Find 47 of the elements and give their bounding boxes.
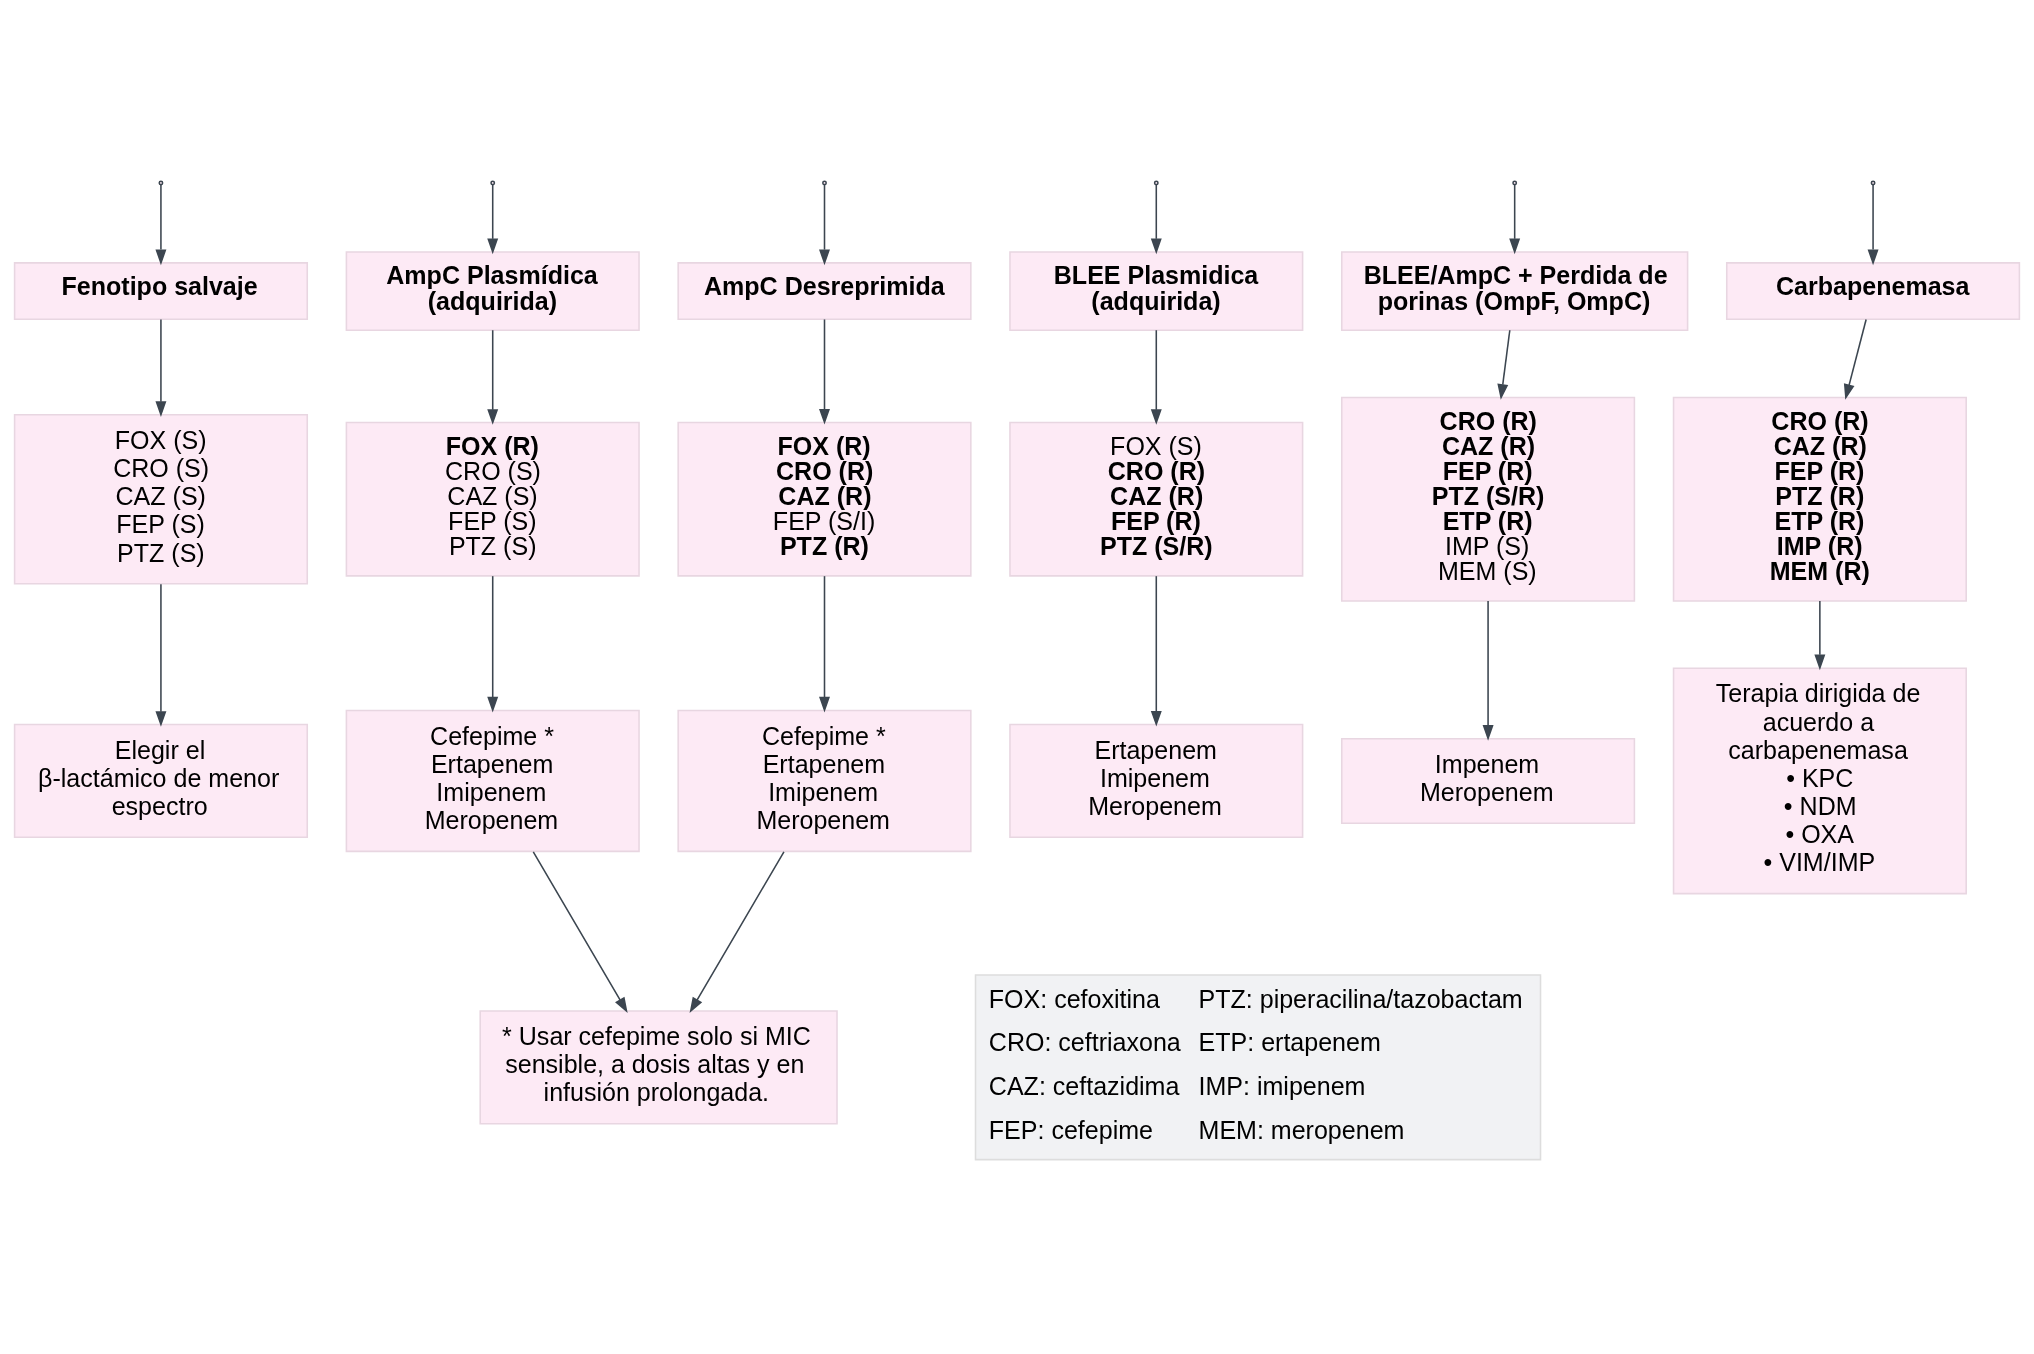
arrow [155,583,167,727]
label: PTZ: piperacilina/tazobactam [1198,984,1523,1013]
node-box: Impenem Meropenem [1340,737,1636,824]
arrow [819,183,830,265]
label: CAZ: ceftazidima [988,1071,1180,1100]
arrow [532,850,628,1013]
arrow [1843,318,1867,400]
node-box: Elegir el β-lactámico de menor espectro [13,723,309,838]
node-box: * Usar cefepime solo si MIC sensible, a dosis altas y en infusión prolongada. [479,1009,838,1124]
arrow [487,574,499,712]
node-box: CRO (R) CAZ (R) FEP (R) PTZ (S/R) ETP (R) IMP (S) MEM (S) [1340,396,1636,602]
node-box: FOX (R) CRO (R) CAZ (R) FEP (S/I) PTZ (R) [677,421,972,577]
node-box: AmpC Plasmídica (adquirida) [345,250,640,331]
node-box: Ertapenem Imipenem Meropenem [1009,723,1304,838]
arrow [155,318,167,417]
node-box: BLEE Plasmidica (adquirida) [1009,250,1304,331]
node-box: FOX (R) CRO (S) CAZ (S) FEP (S) PTZ (S) [345,421,640,577]
arrow [1150,328,1162,425]
node-box: CRO (R) CAZ (R) FEP (R) PTZ (R) ETP (R) IMP (R) MEM (R) [1672,396,1967,602]
arrow [487,183,499,254]
node-box: Cefepime * Ertapenem Imipenem Meropenem [677,709,972,852]
arrow [1482,599,1494,741]
arrow [487,328,499,425]
arrow [1867,183,1879,265]
arrow [689,850,785,1013]
arrow [819,574,830,712]
node-box: Cefepime * Ertapenem Imipenem Meropenem [345,709,640,852]
arrow [1509,183,1521,254]
label: CRO: ceftriaxona [988,1027,1181,1056]
node-box: Carbapenemasa [1725,261,2021,320]
arrow [819,318,830,425]
arrow [1814,599,1826,670]
node-box: FOX (S) CRO (S) CAZ (S) FEP (S) PTZ (S) [13,413,309,584]
arrow [155,183,167,265]
label: IMP: imipenem [1198,1071,1366,1100]
node-box: BLEE/AmpC + Perdida de porinas (OmpF, OmpC) [1340,250,1689,331]
label: ETP: ertapenem [1198,1027,1381,1056]
arrow [1150,183,1162,254]
node-box: AmpC Desreprimida [677,261,972,320]
arrow [1497,328,1511,400]
node-box: Terapia dirigida de acuerdo a carbapenemasa • KPC • NDM • OXA • VIM/IMP [1672,666,1967,894]
label: MEM: meropenem [1198,1115,1405,1144]
arrow [1150,574,1162,727]
label: FOX: cefoxitina [988,984,1160,1013]
node-box: FOX (S) CRO (R) CAZ (R) FEP (R) PTZ (S/R) [1009,421,1304,577]
node-box: Fenotipo salvaje [13,261,309,320]
label: FEP: cefepime [988,1115,1153,1144]
